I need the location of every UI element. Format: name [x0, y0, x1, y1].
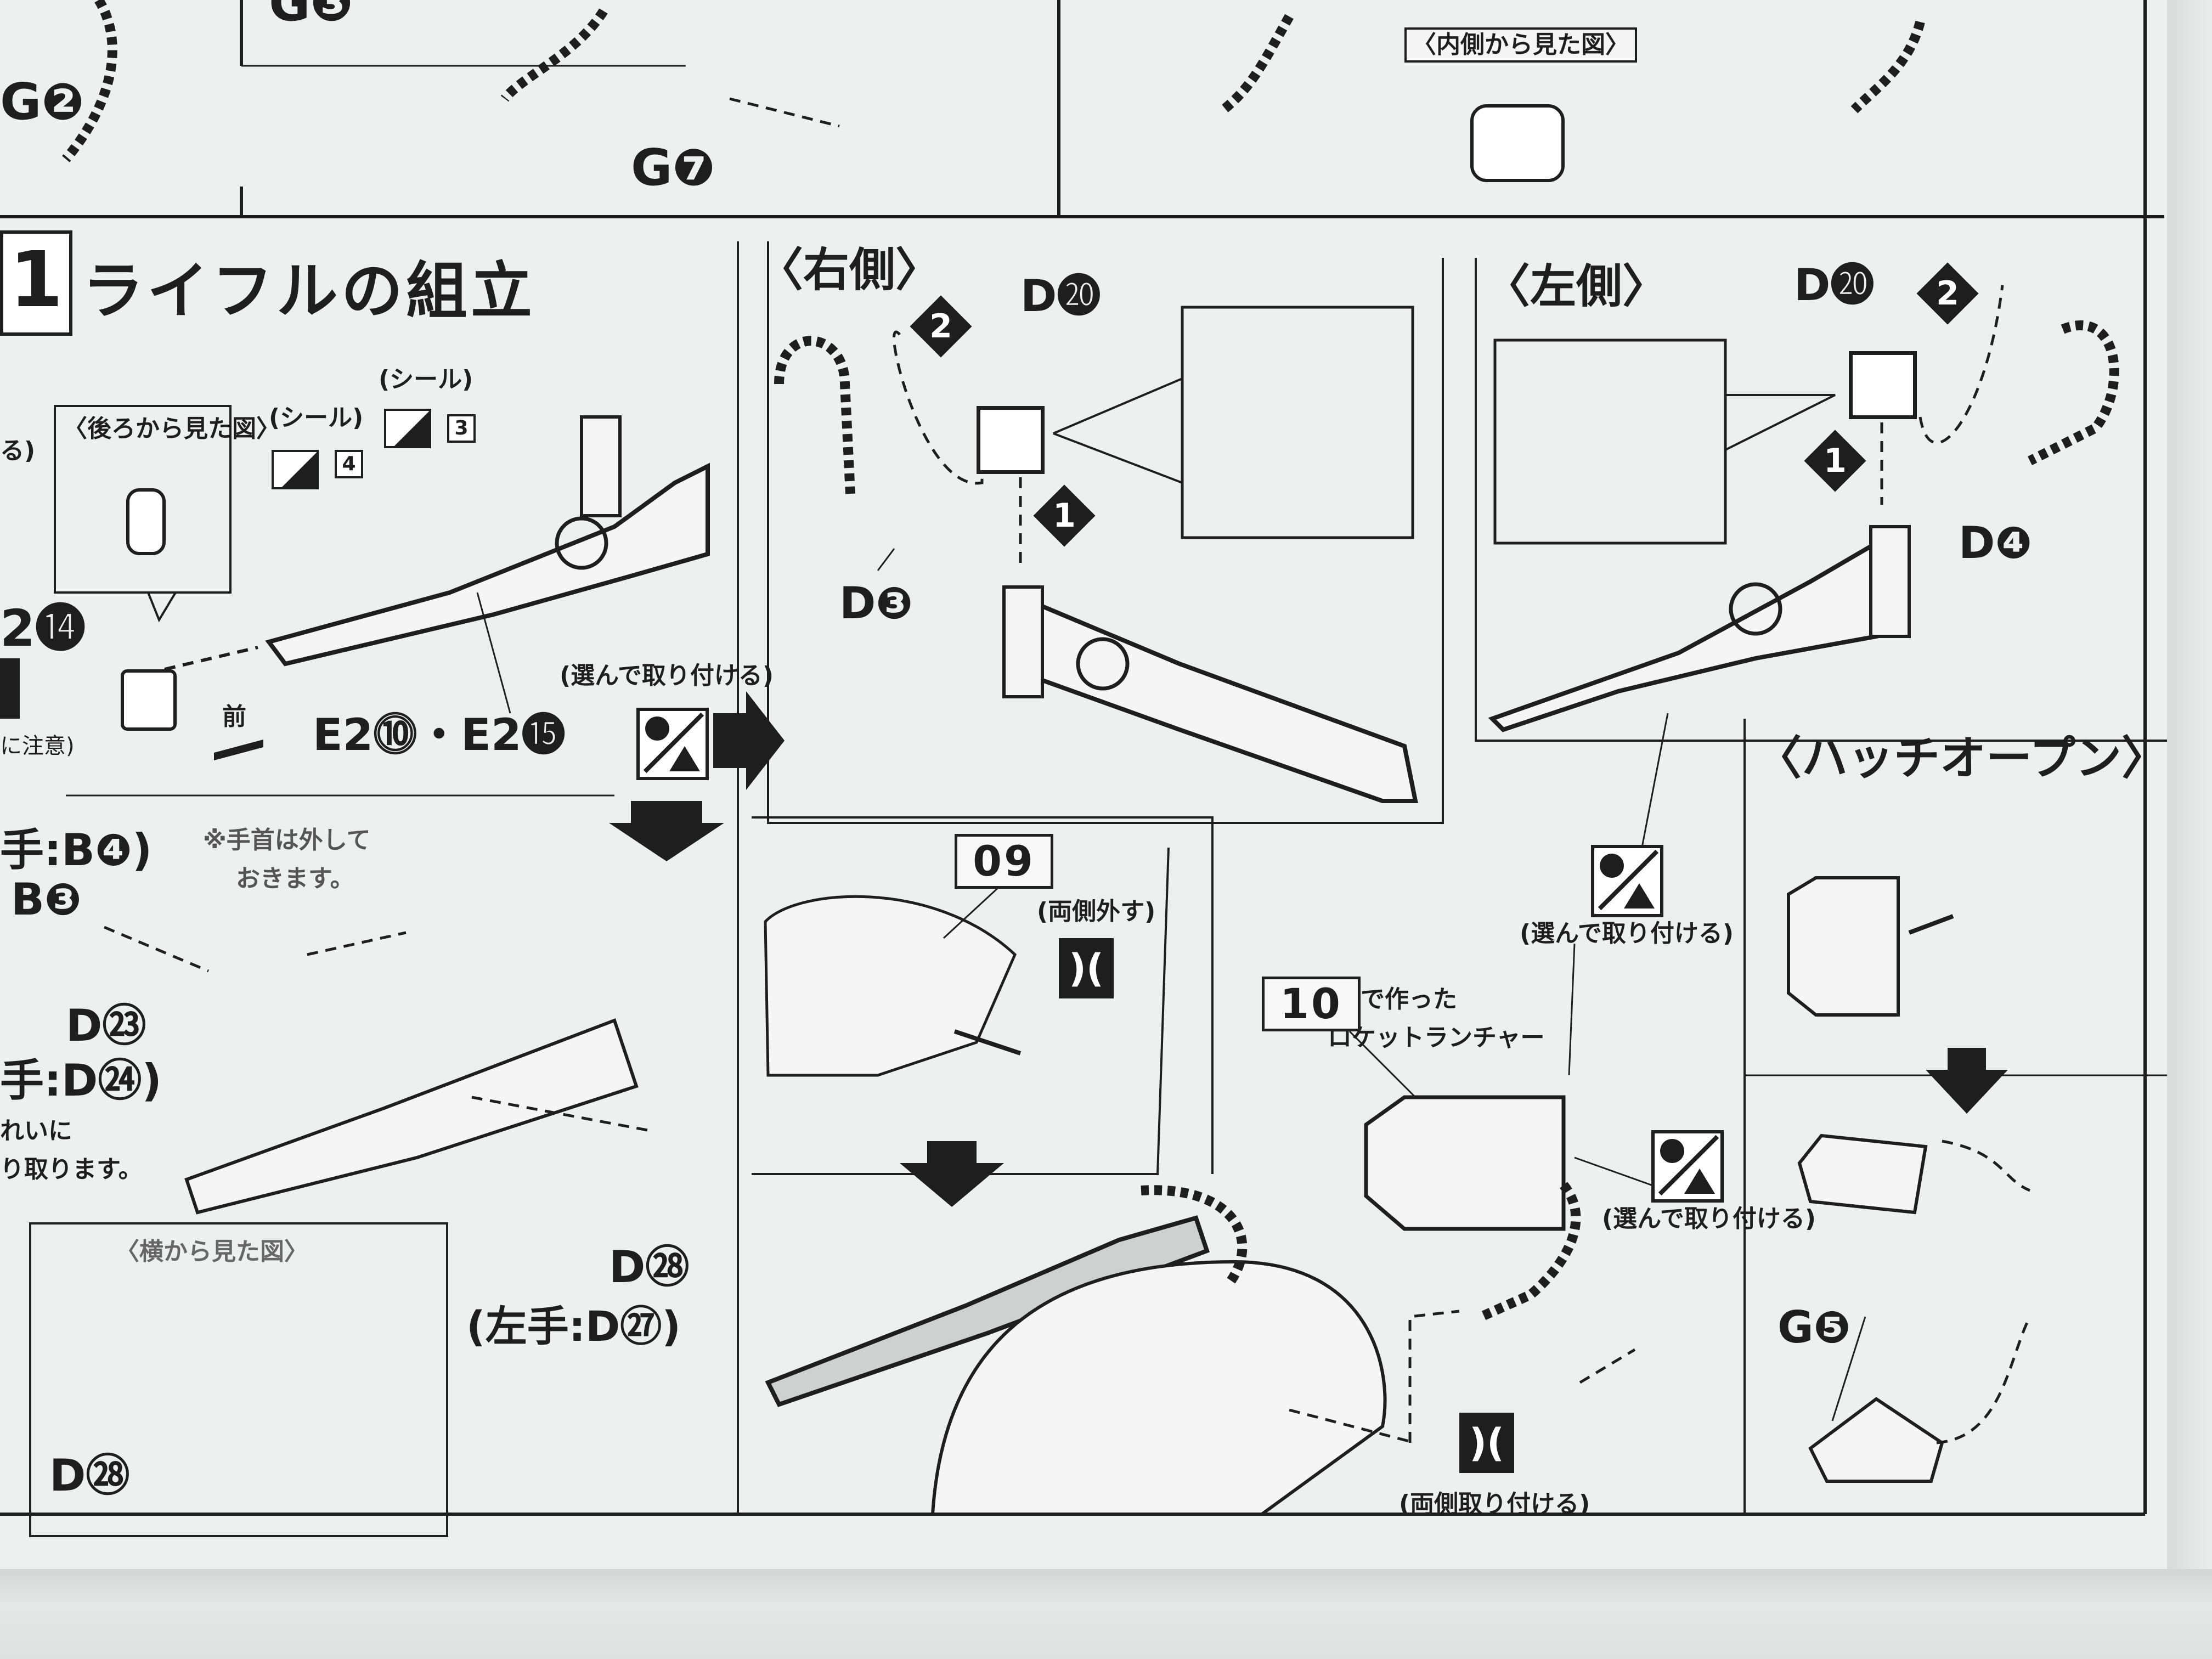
- dual-side-icon-b: )(: [1459, 1413, 1514, 1473]
- part-e2-14: [121, 669, 177, 731]
- step-marker-2-right: 2: [910, 295, 972, 358]
- part-d20-left: [1849, 351, 1917, 419]
- select-icon: [636, 708, 709, 780]
- label-d20-right: D⓴: [1020, 270, 1101, 321]
- made-in-label-2: ロケットランチャー: [1328, 1024, 1545, 1052]
- label-d23: D㉓: [66, 1000, 146, 1051]
- step-marker-2-left: 2: [1916, 262, 1979, 325]
- right-side-label: 〈右側〉: [757, 243, 942, 297]
- label-hand-d24: 手:D㉔): [0, 1055, 162, 1106]
- label-ru: る): [0, 437, 36, 465]
- paper-edge-right: [2167, 0, 2212, 1569]
- step-marker-1-left: 1: [1804, 430, 1866, 492]
- label-e2-14: 2⓮: [0, 599, 86, 658]
- sticker-icon-b: [384, 409, 431, 448]
- paper-edge-bottom: [0, 1569, 2212, 1659]
- inside-view-label: 〈内側から見た図〉: [1404, 27, 1637, 63]
- seal-label-b: (シール): [379, 365, 473, 393]
- label-g7: G❼: [631, 138, 715, 197]
- sticker-icon-a: [272, 450, 319, 489]
- attention-icon: [0, 658, 20, 719]
- wrist-note-1: ※手首は外して: [203, 826, 371, 854]
- side-view-label: 〈横から見た図〉: [115, 1238, 308, 1266]
- dual-side-icon: )(: [1059, 938, 1114, 998]
- label-b3: B❸: [11, 874, 82, 925]
- label-d20-left: D⓴: [1794, 259, 1875, 311]
- select-icon-b: [1591, 845, 1663, 917]
- choose-attach-label-b: (選んで取り付ける): [1602, 1205, 1816, 1233]
- label-g5: G❺: [1778, 1302, 1851, 1353]
- attach-both-label: (両側取り付ける): [1399, 1490, 1590, 1518]
- label-hand-d27: (左手:D㉗): [466, 1302, 681, 1351]
- label-hand-b4: 手:B❹): [0, 825, 153, 876]
- rear-view-label: 〈後ろから見た図〉: [63, 415, 280, 443]
- attention-note: に注意): [0, 733, 75, 759]
- label-d28-inset: D㉘: [49, 1450, 130, 1501]
- label-d28: D㉘: [609, 1242, 690, 1293]
- step-number: 1: [0, 230, 72, 336]
- left-side-label: 〈左側〉: [1484, 259, 1669, 313]
- cleanly-note-1: れいに: [0, 1117, 72, 1145]
- choose-attach-label: (選んで取り付ける): [560, 662, 774, 690]
- label-d4: D❹: [1959, 517, 2033, 568]
- inside-view-part: [1470, 104, 1565, 182]
- step-ref-09: 09: [955, 834, 1053, 889]
- step-ref-10: 10: [1262, 977, 1361, 1031]
- seal-label-a: (シール): [269, 404, 364, 432]
- sticker-number-b: 3: [447, 414, 476, 443]
- step-title: ライフルの組立: [82, 256, 535, 327]
- made-in-label-1: で作った: [1361, 985, 1457, 1013]
- sticker-number-a: 4: [335, 450, 363, 478]
- label-g2: G❷: [0, 72, 84, 131]
- select-icon-c: [1651, 1130, 1724, 1203]
- step-marker-1-right: 1: [1033, 484, 1096, 547]
- label-d3: D❸: [839, 578, 913, 629]
- choose-attach-label-a: (選んで取り付ける): [1520, 919, 1734, 947]
- wrist-note-2: おきます。: [236, 865, 354, 893]
- remove-both-label: (両側外す): [1037, 898, 1156, 926]
- label-g3: G❸: [269, 0, 353, 32]
- rear-view-part: [126, 488, 166, 555]
- cleanly-note-2: り取ります。: [0, 1155, 143, 1183]
- hatch-open-label: 〈ハッチオープン〉: [1756, 731, 2168, 785]
- front-label: 前: [222, 703, 246, 731]
- label-e2-10-15: E2⓾・E2⓯: [313, 709, 566, 760]
- part-d20-right: [977, 406, 1045, 474]
